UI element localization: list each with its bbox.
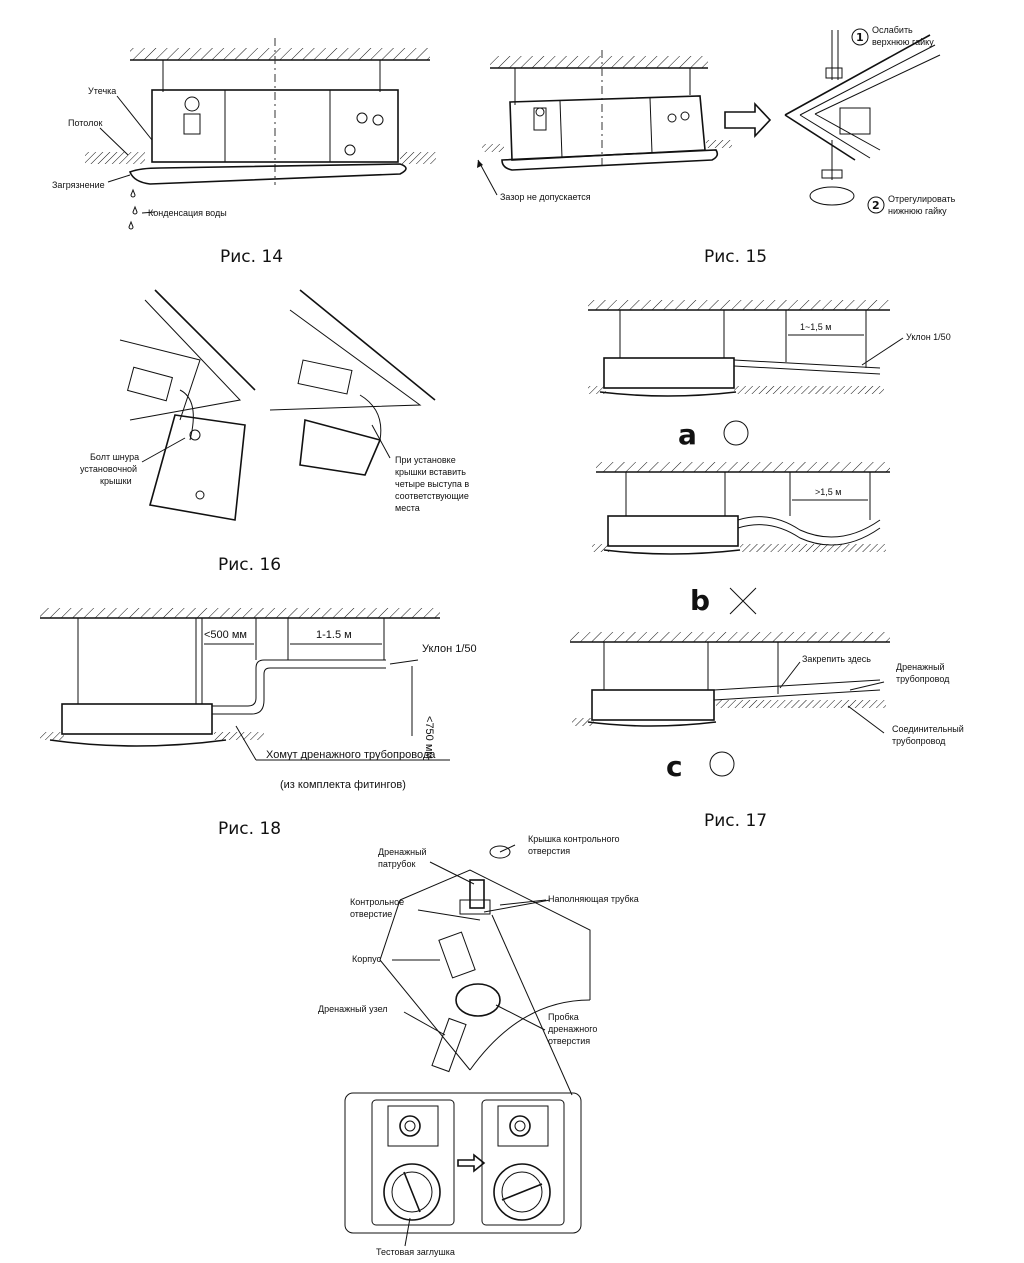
fig17-c-conn-line2: трубопровод (892, 736, 946, 746)
fig17-a-letter: a (678, 418, 697, 451)
fig18-dist1: <500 мм (204, 629, 247, 641)
fig18-kit: (из комплекта фитингов) (280, 779, 406, 791)
fig16-bolt-line2: установочной (80, 464, 137, 474)
fig16-bolt-line1: Болт шнура (90, 452, 139, 462)
figure-18: <500 мм 1-1.5 м Уклон 1/50 <750 мм Хомут… (40, 608, 477, 839)
fig15-step2-line2: нижнюю гайку (888, 206, 947, 216)
fig19-control-line1: Контрольное (350, 897, 404, 907)
fig16-caption: Рис. 16 (218, 555, 281, 575)
fig15-step1-number: 1 (856, 31, 864, 44)
fig19-plug-line2: дренажного (548, 1024, 597, 1034)
fig18-dist2: 1-1.5 м (316, 629, 352, 641)
fig16-note-line4: соответствующие (395, 491, 469, 501)
fig18-caption: Рис. 18 (218, 819, 281, 839)
fig17-caption: Рис. 17 (704, 811, 767, 831)
fig18-clamp: Хомут дренажного трубопровода (266, 749, 436, 761)
fig19-body: Корпус (352, 954, 382, 964)
figure-14: Утечка Потолок Загрязнение Конденсация в… (52, 38, 436, 267)
fig16-note-line3: четыре выступа в (395, 479, 469, 489)
fig14-ceiling-label: Потолок (68, 118, 102, 128)
figure-15: Зазор не допускается 1 Ослабить верхнюю … (477, 25, 956, 267)
fig17-c-drain-line1: Дренажный (896, 662, 945, 672)
figure-17: 1~1,5 м Уклон 1/50 a >1,5 м b (570, 300, 964, 831)
fig17-a-distance: 1~1,5 м (800, 322, 831, 332)
fig14-condensate-label: Конденсация воды (148, 208, 227, 218)
figure-drain-detail: Крышка контрольного отверстия Дренажный … (318, 834, 639, 1257)
fig17-c-fix-here: Закрепить здесь (802, 654, 871, 664)
fig19-fill-tube: Наполняющая трубка (548, 894, 639, 904)
fig19-plug-line1: Пробка (548, 1012, 579, 1022)
fig17-c-conn-line1: Соединительный (892, 724, 964, 734)
fig14-leak-label: Утечка (88, 86, 116, 96)
fig17-a-correct-mark (723, 420, 749, 446)
fig19-cover-line1: Крышка контрольного (528, 834, 620, 844)
fig17-c-drain-line2: трубопровод (896, 674, 950, 684)
fig17-b-distance: >1,5 м (815, 487, 841, 497)
fig19-drain-unit: Дренажный узел (318, 1004, 388, 1014)
fig15-caption: Рис. 15 (704, 247, 767, 267)
fig18-height: <750 мм (423, 716, 435, 759)
fig17-b-wrong-mark (729, 587, 757, 615)
fig19-cover-line2: отверстия (528, 846, 570, 856)
fig19-control-line2: отверстие (350, 909, 392, 919)
fig14-dirt-label: Загрязнение (52, 180, 105, 190)
inset-panel (344, 1092, 582, 1234)
fig15-step1-line1: Ослабить (872, 25, 913, 35)
fig15-step1-line2: верхнюю гайку (872, 37, 934, 47)
fig16-bolt-line3: крышки (100, 476, 132, 486)
fig19-drainpipe-line1: Дренажный (378, 847, 427, 857)
fig16-note-line5: места (395, 503, 420, 513)
fig15-step2-number: 2 (872, 199, 880, 212)
fig19-test-plug: Тестовая заглушка (376, 1247, 455, 1257)
fig17-b-letter: b (690, 584, 710, 617)
fig18-slope: Уклон 1/50 (422, 643, 477, 655)
fig17-c-letter: c (666, 750, 683, 783)
fig14-caption: Рис. 14 (220, 247, 283, 267)
fig16-note-line1: При установке (395, 455, 456, 465)
fig19-drainpipe-line2: патрубок (378, 859, 415, 869)
fig17-a-slope: Уклон 1/50 (906, 332, 951, 342)
figure-16: Болт шнура установочной крышки При устан… (80, 289, 469, 575)
fig16-note-line2: крышки вставить (395, 467, 466, 477)
fig15-step2-line1: Отрегулировать (888, 194, 956, 204)
fig17-c-correct-mark (709, 751, 735, 777)
fig15-gap-label: Зазор не допускается (500, 192, 591, 202)
fig19-plug-line3: отверстия (548, 1036, 590, 1046)
